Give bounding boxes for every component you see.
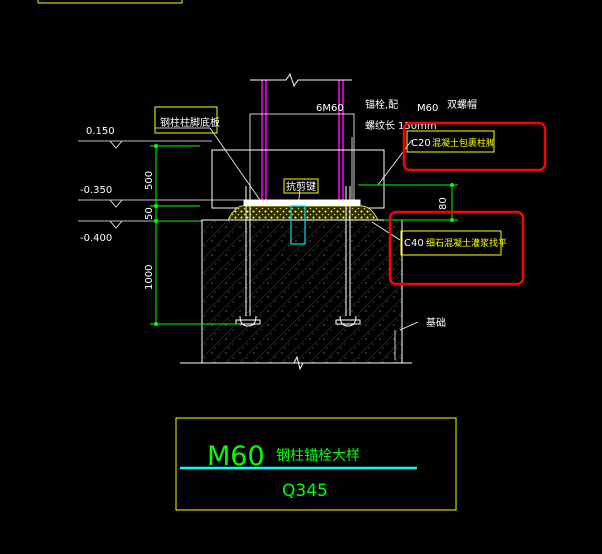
elevation-markers bbox=[78, 140, 244, 229]
foundation-block bbox=[201, 219, 403, 364]
title-block bbox=[175, 417, 457, 511]
elevation-top: 0.150 bbox=[86, 126, 115, 137]
title-subtitle: 钢柱锚栓大样 bbox=[276, 448, 360, 464]
anchor-bolt-right bbox=[335, 186, 361, 327]
grout-layer bbox=[227, 205, 379, 221]
vertical-dimension bbox=[150, 145, 240, 325]
anchor-bolt-left bbox=[235, 186, 261, 327]
highlight-c40 bbox=[388, 210, 525, 286]
c40-note: 细石混凝土灌浆找平 bbox=[426, 237, 507, 249]
c20-note: 混凝土包裹柱脚 bbox=[432, 137, 495, 149]
dim-500: 500 bbox=[144, 171, 155, 190]
c40-note-box bbox=[400, 230, 502, 256]
steel-column bbox=[250, 72, 352, 206]
anchor-spec: 6M60 bbox=[316, 103, 344, 114]
foundation-label: 基础 bbox=[426, 316, 446, 329]
title-material: Q345 bbox=[282, 481, 328, 501]
dim-80: 80 bbox=[438, 197, 449, 210]
c40-grade: C40 bbox=[404, 238, 424, 249]
base-plate-note-box bbox=[154, 106, 218, 134]
sleeve-length: 螺纹长 bbox=[365, 119, 395, 132]
c20-note-box bbox=[406, 130, 495, 153]
sleeve-value: 150mm bbox=[398, 121, 437, 132]
anchor-nut: 锚栓,配 bbox=[365, 98, 398, 111]
dim-1000: 1000 bbox=[144, 265, 155, 290]
shear-key-label: 抗剪键 bbox=[286, 180, 316, 193]
base-plate-note: 钢柱柱脚底板 bbox=[160, 116, 220, 129]
dim-80-line bbox=[358, 184, 458, 221]
elevation-bottom: -0.400 bbox=[80, 233, 112, 244]
shear-key-note-box bbox=[283, 178, 319, 194]
dim-50: 50 bbox=[144, 207, 155, 220]
anchor-nut-size: M60 bbox=[417, 103, 438, 114]
foundation-break bbox=[180, 355, 412, 371]
frame-remnant bbox=[37, 0, 183, 4]
c20-grade: C20 bbox=[411, 138, 431, 149]
double-nut: 双螺帽 bbox=[447, 98, 477, 111]
base-plate bbox=[243, 199, 361, 207]
elevation-mid: -0.350 bbox=[80, 185, 112, 196]
highlight-c20 bbox=[402, 121, 547, 172]
